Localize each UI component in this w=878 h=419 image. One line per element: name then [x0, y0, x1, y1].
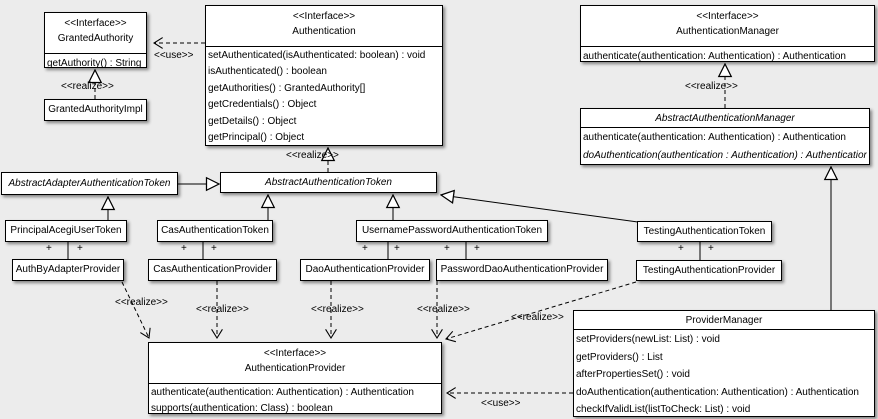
method: authenticate(authentication: Authenticat…	[151, 387, 414, 398]
method: doAuthentication(authentication : Authen…	[583, 150, 867, 161]
method: authenticate(authentication: Authenticat…	[583, 132, 846, 143]
association-end-plus: +	[394, 243, 400, 254]
class-name: DaoAuthenticationProvider	[305, 264, 425, 275]
method: getProviders() : List	[576, 351, 663, 363]
class-name: UsernamePasswordAuthenticationToken	[361, 225, 543, 236]
class-name: AuthenticationProvider	[244, 363, 346, 374]
method: getCredentials() : Object	[208, 99, 317, 111]
class-granted-authority[interactable]: <<Interface>> GrantedAuthority getAuthor…	[44, 12, 147, 68]
method: setAuthenticated(isAuthenticated: boolea…	[208, 50, 426, 61]
method: setProviders(newList: List) : void	[576, 334, 720, 345]
class-name: CasAuthenticationProvider	[153, 264, 272, 275]
association-end-plus: +	[181, 243, 187, 254]
class-abstract-authentication-token[interactable]: AbstractAuthenticationToken	[220, 172, 437, 193]
class-auth-by-adapter-provider[interactable]: AuthByAdapterProvider	[12, 259, 124, 281]
class-name: AuthenticationManager	[676, 26, 779, 37]
stereotype-label: <<Interface>>	[696, 11, 759, 22]
class-name: PasswordDaoAuthenticationProvider	[440, 264, 604, 275]
class-name: CasAuthenticationToken	[161, 225, 269, 236]
association-end-plus: +	[444, 243, 450, 254]
class-name: AbstractAuthenticationToken	[265, 176, 392, 188]
class-name: GrantedAuthority	[57, 33, 134, 44]
class-name: GrantedAuthorityImpl	[48, 104, 143, 115]
method: afterPropertiesSet() : void	[576, 369, 690, 380]
class-provider-manager[interactable]: ProviderManager setProviders(newList: Li…	[573, 310, 875, 417]
method: supports(authentication: Class) : boolea…	[151, 403, 333, 414]
realize-label: <<realize>>	[417, 304, 470, 315]
class-name: Authentication	[292, 26, 356, 37]
association-end-plus: +	[708, 243, 714, 254]
class-name: TestingAuthenticationToken	[643, 225, 766, 237]
method: authenticate(authentication: Authenticat…	[583, 51, 846, 62]
association-end-plus: +	[474, 243, 480, 254]
method: getDetails() : Object	[208, 115, 297, 127]
use-label: <<use>>	[481, 398, 521, 409]
realize-label: <<realize>>	[311, 304, 364, 315]
generalization-edge-testingauthenticationtoken[interactable]	[441, 195, 646, 224]
class-authentication-manager[interactable]: <<Interface>> AuthenticationManager auth…	[580, 5, 875, 62]
class-authentication-provider[interactable]: <<Interface>> AuthenticationProvider aut…	[148, 342, 442, 414]
stereotype-label: <<Interface>>	[263, 348, 327, 359]
association-end-plus: +	[46, 243, 52, 254]
class-abstract-authentication-manager[interactable]: AbstractAuthenticationManager authentica…	[580, 108, 870, 165]
realize-label: <<realize>>	[61, 81, 114, 92]
class-authentication[interactable]: <<Interface>> Authentication setAuthenti…	[205, 5, 443, 146]
realize-edge-testingauthenticationprovider[interactable]	[445, 281, 637, 343]
class-username-password-authentication-token[interactable]: UsernamePasswordAuthenticationToken	[356, 220, 548, 242]
association-end-plus: +	[211, 243, 217, 254]
class-name: AuthByAdapterProvider	[15, 264, 121, 275]
method: getAuthorities() : GrantedAuthority[]	[208, 82, 366, 94]
realize-edge-authbyadapterprovider[interactable]	[121, 281, 151, 339]
realize-label: <<realize>>	[196, 304, 249, 315]
stereotype-label: <<Interface>>	[64, 18, 127, 29]
class-cas-authentication-token[interactable]: CasAuthenticationToken	[157, 220, 273, 242]
stereotype-label: <<Interface>>	[292, 11, 356, 22]
class-name: PrincipalAcegiUserToken	[10, 225, 122, 236]
use-label: <<use>>	[154, 50, 194, 61]
method: doAuthentication(authentication: Authent…	[576, 386, 859, 398]
association-end-plus: +	[362, 243, 368, 254]
class-abstract-adapter-authentication-token[interactable]: AbstractAdapterAuthenticationToken	[1, 172, 178, 195]
class-name: AbstractAuthenticationManager	[655, 113, 795, 124]
class-name: TestingAuthenticationProvider	[642, 264, 776, 276]
realize-label: <<realize>>	[511, 312, 564, 323]
class-cas-authentication-provider[interactable]: CasAuthenticationProvider	[148, 259, 277, 281]
method: getPrincipal() : Object	[208, 131, 305, 143]
realize-label: <<realize>>	[115, 297, 168, 308]
method: getAuthority() : String	[47, 58, 142, 68]
class-testing-authentication-token[interactable]: TestingAuthenticationToken	[637, 221, 772, 242]
class-name: AbstractAdapterAuthenticationToken	[8, 177, 171, 189]
class-testing-authentication-provider[interactable]: TestingAuthenticationProvider	[636, 260, 782, 281]
class-principal-acegi-user-token[interactable]: PrincipalAcegiUserToken	[5, 220, 127, 242]
class-name: ProviderManager	[685, 315, 763, 326]
realize-label: <<realize>>	[685, 81, 738, 92]
class-password-dao-authentication-provider[interactable]: PasswordDaoAuthenticationProvider	[436, 259, 608, 281]
class-granted-authority-impl[interactable]: GrantedAuthorityImpl	[44, 99, 147, 121]
class-dao-authentication-provider[interactable]: DaoAuthenticationProvider	[300, 259, 430, 281]
method: isAuthenticated() : boolean	[208, 66, 327, 78]
association-end-plus: +	[678, 243, 684, 254]
realize-label: <<realize>>	[286, 150, 339, 161]
method: checkIfValidList(listToCheck: List) : vo…	[576, 404, 751, 415]
association-end-plus: +	[77, 243, 83, 254]
